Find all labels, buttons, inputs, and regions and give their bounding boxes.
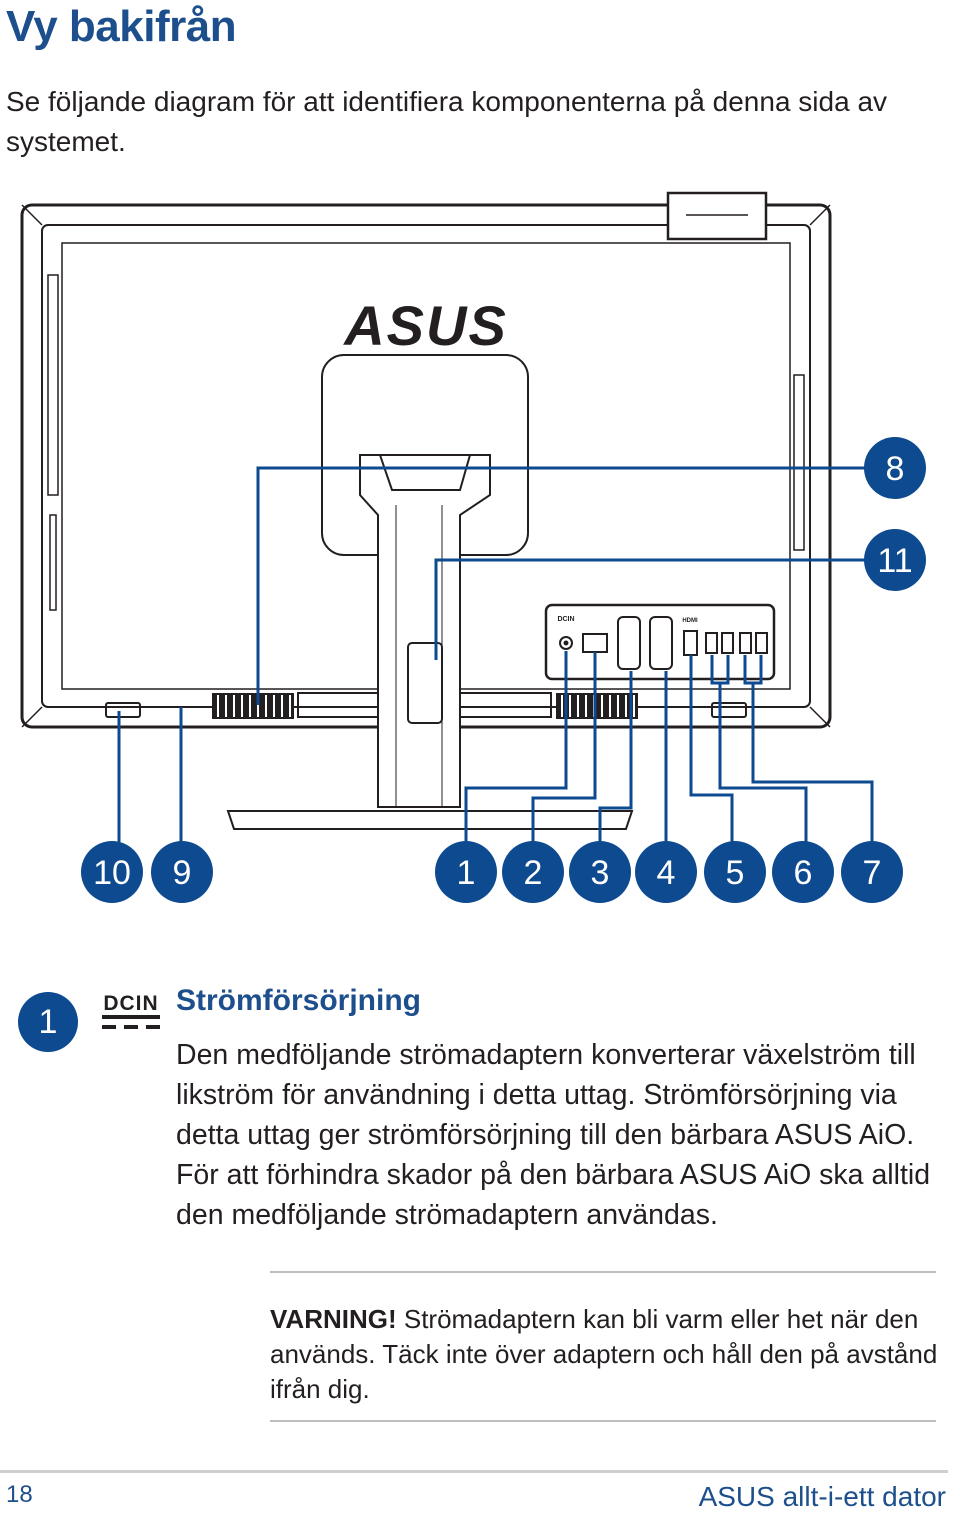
asus-logo: ASUS	[342, 294, 508, 357]
svg-text:1: 1	[457, 854, 476, 892]
stand	[226, 454, 634, 830]
callout-8: 8	[864, 437, 926, 499]
svg-text:2: 2	[524, 854, 543, 892]
hdmi-port-label: HDMI	[682, 618, 698, 624]
kensington-lock-right	[711, 702, 747, 718]
svg-text:9: 9	[173, 854, 192, 892]
callout-9: 9	[151, 841, 213, 903]
page-title: Vy bakifrån	[6, 2, 237, 51]
callout-10: 10	[81, 841, 143, 903]
callout-1: 1	[435, 841, 497, 903]
intro-text: Se följande diagram för att identifiera …	[6, 86, 888, 157]
leader-lines	[117, 466, 874, 847]
kensington-lock-left	[105, 702, 141, 718]
callout-6: 6	[772, 841, 834, 903]
svg-text:11: 11	[877, 542, 912, 580]
svg-text:DCIN: DCIN	[103, 992, 158, 1015]
svg-text:4: 4	[657, 854, 676, 892]
callout-7: 7	[841, 841, 903, 903]
warning-bottom-rule	[270, 1420, 936, 1422]
warning-top-rule	[270, 1271, 936, 1273]
callout-5: 5	[704, 841, 766, 903]
svg-text:7: 7	[863, 854, 882, 892]
io-panel	[544, 603, 776, 681]
footer-rule	[0, 1470, 948, 1473]
callout-11: 11	[864, 529, 926, 591]
item-description: Den medföljande strömadaptern konvertera…	[176, 1039, 931, 1231]
svg-text:6: 6	[794, 854, 813, 892]
warning-note: VARNING! Strömadaptern kan bli varm elle…	[270, 1302, 940, 1407]
callout-2: 2	[502, 841, 564, 903]
callout-3: 3	[569, 841, 631, 903]
warning-text: Strömadaptern kan bli varm eller het när…	[270, 1304, 938, 1404]
dcin-port-label: DCIN	[557, 616, 574, 623]
dcin-icon: DCIN	[100, 990, 162, 1039]
svg-text:3: 3	[591, 854, 610, 892]
svg-text:5: 5	[726, 854, 745, 892]
item-number-badge: 1	[18, 992, 78, 1052]
callout-4: 4	[635, 841, 697, 903]
svg-text:8: 8	[886, 450, 905, 488]
rear-view-diagram: ASUS DCIN HDMI	[0, 185, 960, 920]
item-title: Strömförsörjning	[176, 984, 421, 1017]
footer-title: ASUS allt-i-ett dator	[698, 1481, 946, 1512]
warning-label: VARNING!	[270, 1304, 397, 1334]
svg-text:10: 10	[93, 854, 131, 892]
page-number: 18	[6, 1481, 33, 1508]
